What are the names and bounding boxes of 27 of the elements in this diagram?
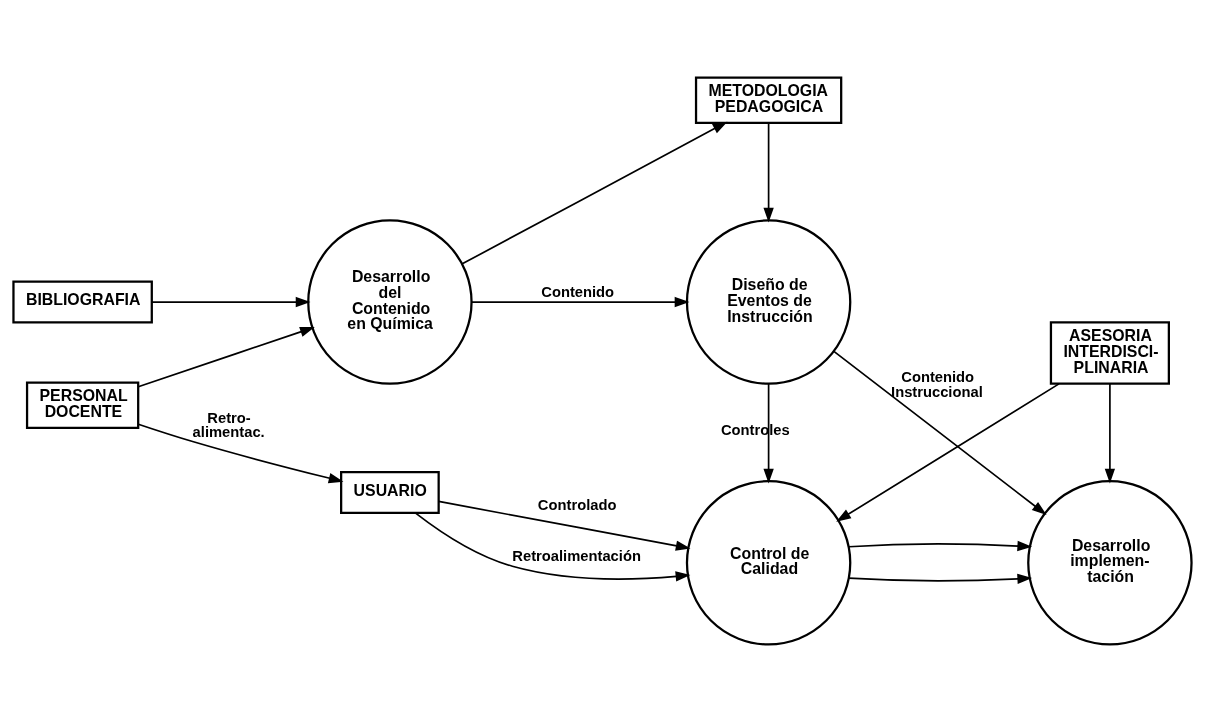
arrow xyxy=(137,422,344,483)
edge-label: Retro- alimentac. xyxy=(192,409,265,440)
arrow xyxy=(763,382,774,484)
arrow xyxy=(437,500,691,551)
node-box: ASESORIA INTERDISCI- PLINARIA xyxy=(1049,320,1170,385)
arrow xyxy=(470,296,690,307)
arrow xyxy=(847,540,1033,551)
node-box: USUARIO xyxy=(340,470,440,514)
node-circle: Desarrollo del Contenido en Química xyxy=(307,218,473,385)
arrow xyxy=(151,296,311,307)
edge-label: Contenido Instruccional xyxy=(891,368,983,400)
arrow xyxy=(414,511,691,582)
edge-label: Controlado xyxy=(537,496,617,513)
node-box: METODOLOGIA PEDAGOGICA xyxy=(694,75,843,124)
node-box: PERSONAL DOCENTE xyxy=(25,380,140,429)
edge-label: Retroalimentación xyxy=(512,547,641,564)
node-circle: Diseño de Eventos de Instrucción xyxy=(685,218,852,385)
arrow xyxy=(763,121,774,223)
node-box: BIBLIOGRAFIA xyxy=(12,280,153,324)
edge-label: Contenido xyxy=(541,283,615,300)
arrow xyxy=(847,573,1033,584)
arrow xyxy=(833,350,1047,515)
arrow xyxy=(836,382,1060,522)
node-circle: Desarrollo implemen- tación xyxy=(1027,479,1193,646)
arrow xyxy=(461,121,728,265)
arrow xyxy=(137,326,315,388)
arrow xyxy=(1104,382,1116,483)
